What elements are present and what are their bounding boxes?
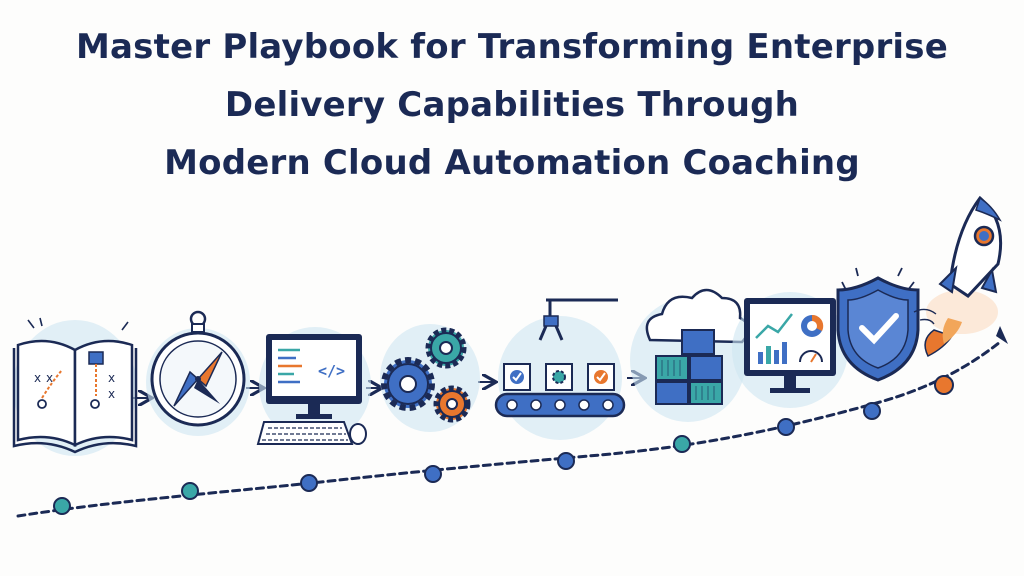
compass-icon [146, 310, 250, 436]
milestone-dot [53, 497, 71, 515]
title-line-3: Modern Cloud Automation Coaching [164, 143, 860, 183]
milestone-dot [673, 435, 691, 453]
svg-text:x: x [34, 371, 41, 385]
milestone-dot [424, 465, 442, 483]
title-line-2: Delivery Capabilities Through [224, 85, 800, 125]
milestone-dot [557, 452, 575, 470]
dashboard-monitor-icon [732, 292, 848, 408]
milestone-dot [181, 482, 199, 500]
svg-text:x: x [108, 371, 115, 385]
code-tag-text: </> [318, 362, 345, 380]
milestone-dot [863, 402, 881, 420]
robotic-arm-conveyor-icon [494, 298, 626, 440]
milestone-dot [777, 418, 795, 436]
svg-text:x: x [46, 371, 53, 385]
rocket-icon [913, 195, 1008, 358]
svg-text:x: x [108, 387, 115, 401]
security-shield-icon [836, 267, 920, 382]
page-title: Master Playbook for Transforming Enterpr… [0, 18, 1024, 192]
playbook-book-icon: x x x x [12, 317, 138, 456]
milestone-dot [934, 375, 954, 395]
milestone-dot [300, 474, 318, 492]
milestone-dots [53, 375, 954, 515]
cloud-containers-icon [630, 288, 750, 422]
title-line-1: Master Playbook for Transforming Enterpr… [76, 27, 948, 67]
gears-icon [380, 324, 480, 432]
computer-code-icon: </> [256, 327, 371, 445]
